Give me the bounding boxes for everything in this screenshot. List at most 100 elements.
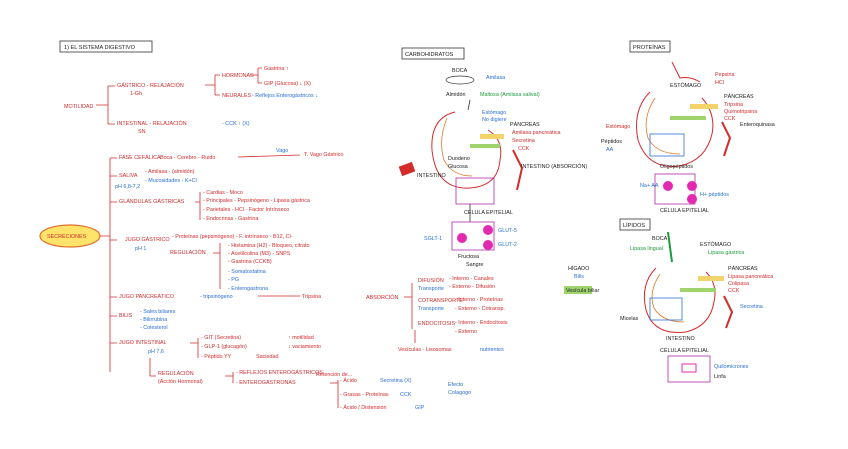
saliva-2: - Mucosidades - K+Cl — [145, 178, 197, 184]
carb-glut2: GLUT-2 — [498, 242, 517, 248]
carb-almidon: Almidón — [446, 92, 465, 98]
prot-tripsina: Tripsina — [724, 102, 743, 108]
lip-estomago: ESTÓMAGO — [700, 241, 731, 248]
carb-pancreas: PÁNCREAS — [510, 121, 540, 128]
motility-neural-desc: - Reflejos Enterogástricos ↓ — [252, 93, 318, 99]
regulacion: REGULACIÓN — [170, 249, 206, 256]
lip-intestino: INTESTINO — [666, 336, 695, 342]
lip-higado: HÍGADO — [568, 265, 589, 272]
carb-amilasa: Amilasa — [486, 75, 505, 81]
carb-boca: BOCA — [452, 68, 468, 74]
regulacion-2: - Acetilcolina (M3) - SNPS — [228, 251, 291, 257]
carb-glut5: GLUT-5 — [498, 228, 517, 234]
carb-cck: CCK — [518, 146, 530, 152]
motility-neural: NEURALES — [222, 93, 251, 99]
secretions-root: SECRECIONES — [47, 234, 87, 240]
absorption-endocitosis: ENDOCITOSIS — [418, 321, 455, 327]
carb-glucosa: Glucosa — [448, 164, 468, 170]
prot-aa: AA — [606, 147, 614, 153]
enterogastrona-1r: Secretina (X) — [380, 378, 412, 384]
bilis-1: - Sales biliares — [140, 309, 176, 315]
carb-no-digest: No digiere — [482, 117, 507, 123]
glandulas: GLÁNDULAS GÁSTRICAS — [119, 198, 185, 205]
colagogo-label: Colagogo — [448, 390, 471, 396]
regulacion-4: - Somatostatina — [228, 269, 266, 275]
lip-lipasa-gas: Lipasa gástrica — [708, 250, 744, 256]
prot-title: PROTEÍNAS — [633, 44, 666, 51]
motility-intestinal: INTESTINAL - RELAJACIÓN — [117, 120, 187, 127]
motility-hormonal: HORMONAS — [222, 73, 254, 79]
carb-title: CARBOHIDRATOS — [405, 52, 454, 58]
carb-amilasa-pan: Amilasa pancreática — [512, 130, 561, 136]
lip-vesicula: Vesícula biliar — [566, 288, 599, 294]
jugo-intestinal-3: - Péptido YY — [201, 354, 232, 360]
absorption-en-2: - Externo — [455, 329, 477, 335]
motility-intestinal-sub: SN — [138, 129, 146, 135]
regulacion-1: - Histamina (H2) - Bloqueo, citrato — [228, 243, 310, 249]
enterogastrona-3r: GIP — [415, 405, 425, 411]
jugo-pancreatico-end: Tripsina — [302, 294, 321, 300]
motility-cck: - CCK ↑ (X) — [222, 121, 250, 127]
jugo-intestinal: JUGO INTESTINAL — [119, 340, 167, 346]
glandulas-4: - Endocrinas - Gastrina — [203, 216, 258, 222]
jugo-intestinal-1r: ↑ motilidad — [288, 335, 314, 341]
jugo-gastrico-ph: pH 1 — [135, 246, 146, 252]
absorption-difusion: DIFUSIÓN — [418, 277, 444, 284]
lip-lipasa-ling: Lipasa lingual — [630, 246, 663, 252]
jugo-gastrico: JUGO GÁSTRICO — [125, 236, 170, 243]
regulacion-5: - PG — [228, 277, 239, 283]
efecto-label: Efecto — [448, 382, 463, 388]
regulacion-intestinal-sub: (Acción Hormonal) — [158, 379, 203, 385]
motility-gastric-sub: 1-Gh — [130, 91, 142, 97]
lip-lipasa-pan: Lipasa pancreática — [728, 274, 773, 280]
regulacion-3: - Gastrina (CCKB) — [228, 259, 272, 265]
enterogastrona-2r: CCK — [400, 392, 412, 398]
enterogastrona-2: - Grasas - Proteínas — [340, 392, 389, 398]
prot-enteroquinasa: Enteroquinasa — [740, 122, 775, 128]
prot-hcl: HCl — [715, 80, 724, 86]
absorption-root: ABSORCIÓN — [366, 294, 398, 301]
carb-celula: CÉLULA EPITELIAL — [464, 209, 513, 216]
saliva-ph: pH 6,8-7,2 — [115, 184, 140, 190]
proteins-diagram: PROTEÍNAS ESTÓMAGO Pepsina HCl PÁNCREAS … — [601, 40, 775, 214]
absorption-vesiculas-end: nutrientes — [480, 347, 504, 353]
lip-secretina: Secretina — [740, 304, 763, 310]
lip-celula: CÉLULA EPITELIAL — [660, 347, 709, 354]
prot-estomago: ESTÓMAGO — [670, 82, 701, 89]
motility-gip: GIP (Glucosa) ↓ (X) — [264, 81, 311, 87]
carbohydrates-diagram: CARBOHIDRATOS BOCA Amilasa Almidón Malto… — [398, 47, 587, 268]
motility-root: MOTILIDAD — [64, 104, 93, 110]
lip-bilis: Bilis — [574, 274, 584, 280]
motility-gastric: GÁSTRICO - RELAJACIÓN — [117, 82, 184, 89]
absorption-co-2: - Externo - Cotransp. — [455, 306, 505, 312]
secretions-branch: SECRECIONES FASE CEFÁLICA Boca - Cerebro… — [39, 148, 471, 411]
motility-gastrina: Gastrina ↑ — [264, 66, 289, 72]
lip-boca: BOCA — [652, 236, 668, 242]
lip-colipasa: Colipasa — [728, 281, 749, 287]
absorption-dif-2: - Externo - Difusión — [449, 284, 495, 290]
absorption-en-1: - Interno - Endocitosis — [455, 320, 508, 326]
saliva-1: - Amilasa - (almidón) — [145, 169, 195, 175]
lip-linfa: Linfa — [714, 374, 726, 380]
regulacion-6: - Enterogastrona — [228, 286, 268, 292]
prot-cck: CCK — [724, 116, 736, 122]
prot-oligo: Oligopéptidos — [660, 164, 693, 170]
enterogastrona-3: - Ácido / Distensión — [340, 404, 386, 411]
reflejos: - REFLEJOS ENTEROGÁSTRICOS — [236, 369, 323, 376]
prot-h-pep: H+ péptidos — [700, 192, 729, 198]
carb-maltosa: Maltosa (Amilasa salival) — [480, 92, 540, 98]
lip-title: LÍPIDOS — [623, 222, 645, 229]
jugo-intestinal-3r: Saciedad — [256, 354, 278, 360]
absorption-co-1: - Interno - Proteínas — [455, 297, 503, 303]
motility-branch: MOTILIDAD GÁSTRICO - RELAJACIÓN 1-Gh HOR… — [64, 66, 318, 135]
fase-cefalica: FASE CEFÁLICA — [119, 154, 161, 161]
lip-cck: CCK — [728, 288, 740, 294]
bilis-3: - Colesterol — [140, 325, 168, 331]
jugo-pancreatico-desc: - tripsinógeno — [200, 294, 233, 300]
absorption-vesiculas: Vesículas - Lisosomas — [398, 347, 452, 353]
carb-fructosa: Fructosa — [458, 254, 479, 260]
carb-estomago: Estómago — [482, 110, 506, 116]
carb-intestino-delgado: INTESTINO (ABSORCIÓN) — [521, 163, 587, 170]
glandulas-3: - Parietales - HCl - Factor Intrínseco — [203, 207, 289, 213]
